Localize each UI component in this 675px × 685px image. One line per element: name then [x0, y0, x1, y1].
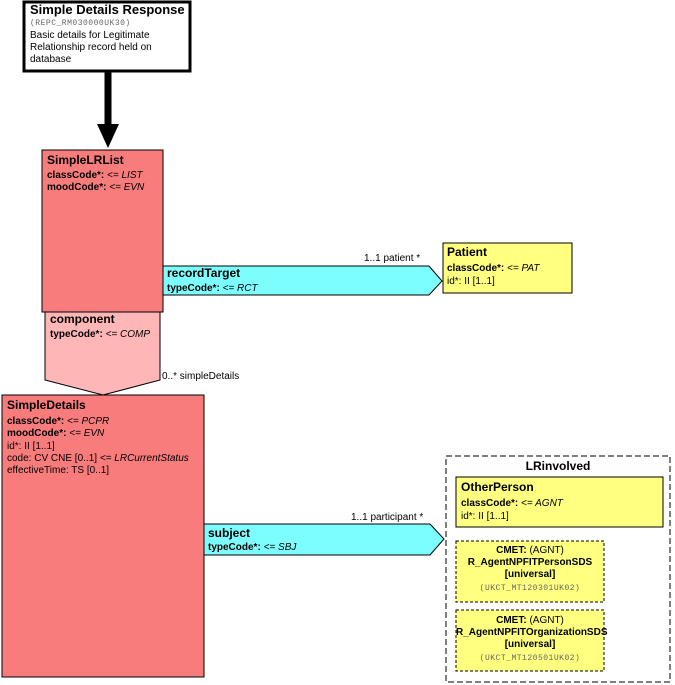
otherperson-name: OtherPerson [461, 480, 534, 494]
cmet-code: (AGNT) [529, 545, 564, 556]
patient-shape [442, 242, 573, 294]
subject-cardinality: 1..1 participant * [351, 512, 424, 523]
cmet-person-header: CMET: (AGNT) [456, 545, 604, 557]
typecode-label: typeCode*: [208, 542, 261, 553]
typecode-value: <= RCT [222, 283, 258, 294]
classcode-label: classCode*: [461, 498, 519, 509]
simplelrlist-classcode: classCode*: <= LIST [47, 170, 143, 182]
component-typecode: typeCode*: <= COMP [50, 329, 150, 341]
id-value: II [1..1] [464, 276, 495, 287]
entry-box-shape [22, 0, 192, 73]
cmet-organization-flavor: [universal] [504, 639, 556, 650]
subject-shape [203, 523, 445, 556]
cmet-organization-name: R_AgentNPFITOrganizationSDS [456, 627, 608, 638]
simpledetails-shape [1, 394, 205, 678]
typecode-label: typeCode*: [167, 283, 220, 294]
cmet-label: CMET: [496, 615, 527, 626]
otherperson-classcode: classCode*: <= AGNT [461, 498, 563, 510]
typecode-value: <= SBJ [263, 542, 297, 553]
moodcode-value: <= EVN [69, 428, 105, 439]
classcode-label: classCode*: [447, 263, 505, 274]
entry-desc-line-3: database [30, 54, 72, 65]
recordtarget-cardinality: 1..1 patient * [364, 253, 421, 264]
patient-id: id*: II [1..1] [447, 276, 495, 288]
id-label: id*: [461, 511, 476, 522]
entry-desc-line-2: Relationship record held on [30, 42, 152, 53]
simplelrlist-moodcode: moodCode*: <= EVN [47, 182, 144, 194]
simpledetails-name: SimpleDetails [7, 398, 86, 412]
simpledetails-code: code: CV CNE [0..1] <= LRCurrentStatus [7, 453, 189, 465]
subject-name: subject [208, 526, 251, 540]
simpledetails-effectivetime: effectiveTime: TS [0..1] [7, 465, 110, 476]
typecode-value: <= COMP [105, 329, 151, 340]
patient-classcode: classCode*: <= PAT [447, 263, 539, 275]
cmet-person-flavor: [universal] [504, 569, 556, 580]
recordtarget-typecode: typeCode*: <= RCT [167, 283, 258, 295]
moodcode-label: moodCode*: [7, 428, 67, 439]
simpledetails-classcode: classCode*: <= PCPR [7, 416, 109, 428]
classcode-value: <= AGNT [521, 498, 563, 509]
cmet-label: CMET: [496, 545, 527, 556]
lrinvolved-label: LRinvolved [525, 459, 591, 473]
cmet-organization-header: CMET: (AGNT) [456, 615, 604, 627]
moodcode-label: moodCode*: [47, 182, 107, 193]
simplelrlist-shape [41, 149, 164, 313]
code-label: code: CV CNE [0..1] [7, 453, 98, 464]
entry-desc-line-1: Basic details for Legitimate [30, 30, 150, 41]
subject-typecode: typeCode*: <= SBJ [208, 542, 296, 554]
component-cardinality: 0..* simpleDetails [162, 371, 240, 382]
classcode-label: classCode*: [47, 170, 105, 181]
cmet-person-name: R_AgentNPFITPersonSDS [467, 557, 593, 568]
classcode-value: <= PCPR [67, 416, 110, 427]
entry-arrow-head [97, 124, 119, 148]
cmet-person-shape [455, 540, 605, 603]
component-name: component [50, 312, 115, 326]
code-value: <= LRCurrentStatus [99, 453, 189, 464]
entry-id: (REPC_RM030000UK30) [30, 19, 131, 28]
classcode-value: <= PAT [507, 263, 540, 274]
otherperson-shape [455, 476, 664, 528]
entry-title: Simple Details Response [30, 2, 185, 17]
cmet-organization-shape [455, 609, 605, 672]
typecode-label: typeCode*: [50, 329, 103, 340]
id-label: id*: [447, 276, 462, 287]
moodcode-value: <= EVN [109, 182, 145, 193]
cmet-code: (AGNT) [529, 615, 564, 626]
cmet-person-id: (UKCT_MT120301UK02) [479, 584, 581, 593]
patient-name: Patient [447, 245, 488, 259]
classcode-label: classCode*: [7, 416, 65, 427]
classcode-value: <= LIST [107, 170, 143, 181]
simpledetails-moodcode: moodCode*: <= EVN [7, 428, 104, 440]
component-shape [44, 311, 161, 396]
simplelrlist-name: SimpleLRList [47, 153, 124, 167]
recordtarget-name: recordTarget [167, 266, 241, 280]
cmet-organization-id: (UKCT_MT120501UK02) [479, 654, 581, 663]
otherperson-id: id*: II [1..1] [461, 511, 509, 523]
id-value: II [1..1] [478, 511, 509, 522]
simpledetails-id: id*: II [1..1] [7, 441, 55, 452]
